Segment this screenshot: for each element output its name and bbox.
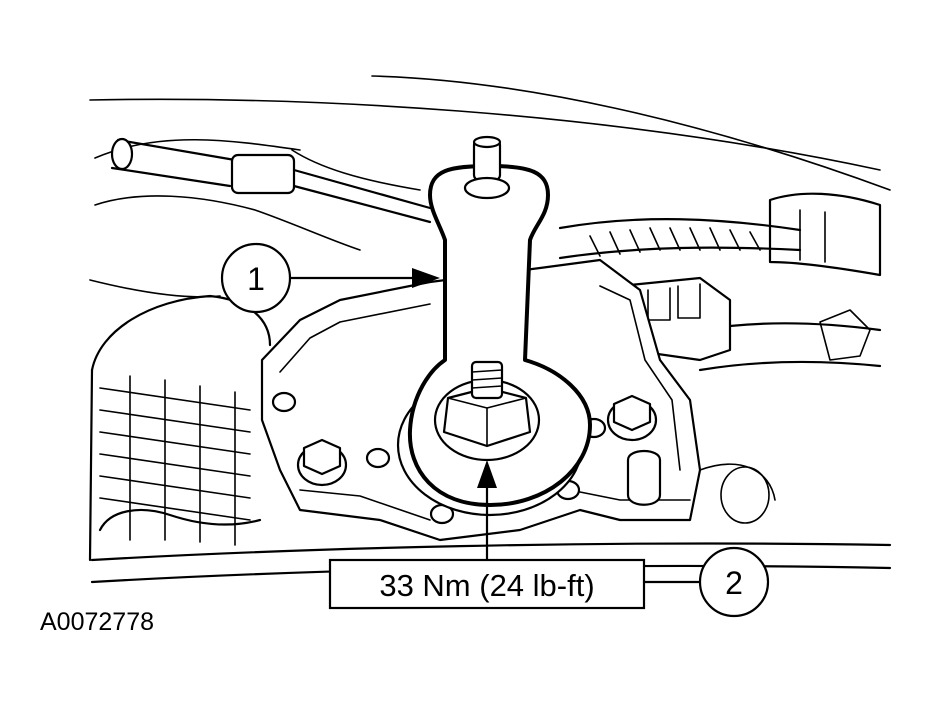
callout-1: 1 (220, 242, 440, 314)
figure-id: A0072778 (40, 608, 154, 636)
callout-2-number: 2 (725, 565, 743, 601)
engine-background-linework (88, 75, 892, 584)
callout-1-number: 1 (247, 261, 265, 297)
torque-spec-box (328, 558, 646, 610)
callout-1-arrowhead (412, 268, 440, 288)
torque-arrowhead (477, 460, 497, 488)
retaining-nut (433, 360, 541, 462)
callout-2-circle (698, 546, 770, 618)
torque-callout: 33 Nm (24 lb-ft) 2 (328, 460, 770, 618)
torque-spec-text: 33 Nm (24 lb-ft) (379, 568, 594, 603)
